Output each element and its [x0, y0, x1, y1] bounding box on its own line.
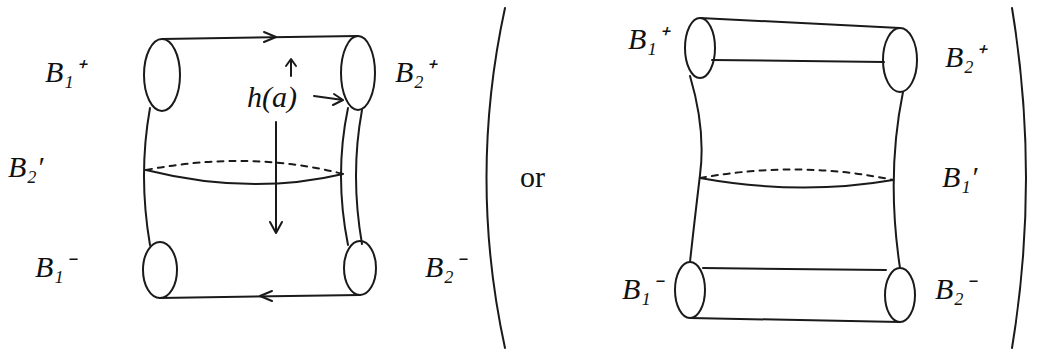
tube-edge — [690, 76, 702, 262]
boundary-label: B₁⁻ — [622, 272, 661, 305]
tube-edge — [894, 92, 903, 268]
tube-edge — [712, 60, 884, 62]
tube-edge — [144, 108, 150, 245]
tube-edge — [341, 108, 348, 245]
waist-circle-hidden — [700, 169, 893, 180]
boundary-label: B₁⁺ — [628, 22, 667, 55]
map-label: h(a) — [247, 80, 297, 113]
orientation-arrow — [264, 32, 276, 42]
leader-arrow — [286, 59, 296, 76]
tube-edge — [690, 318, 900, 322]
leader-arrow — [270, 122, 282, 233]
connective-word: or — [520, 160, 545, 193]
boundary-circle — [675, 262, 705, 318]
boundary-label: B₂⁺ — [395, 55, 434, 88]
boundary-label: B₁⁻ — [35, 250, 74, 283]
boundary-circle — [885, 268, 915, 322]
waist-circle-hidden — [146, 161, 343, 174]
boundary-label: B₁′ — [942, 160, 977, 193]
boundary-label: B₂⁻ — [425, 250, 464, 283]
tube-edge — [356, 110, 362, 244]
leader-arrow — [314, 94, 343, 105]
boundary-circle — [341, 36, 375, 110]
tube-edge — [703, 268, 886, 270]
boundary-label: B₂⁺ — [945, 40, 984, 73]
bracket — [487, 8, 506, 348]
orientation-arrow — [260, 291, 272, 301]
boundary-circle — [344, 241, 376, 295]
boundary-label: B₁⁺ — [45, 55, 84, 88]
boundary-circle — [144, 39, 180, 111]
tube-edge — [162, 36, 358, 39]
boundary-label: B₂′ — [8, 150, 43, 183]
waist-circle — [700, 178, 893, 188]
boundary-label: B₂⁻ — [935, 272, 974, 305]
boundary-circle — [883, 28, 917, 92]
waist-circle — [146, 170, 343, 184]
boundary-circle — [685, 18, 715, 78]
tube-edge — [700, 18, 900, 28]
boundary-circle — [143, 242, 177, 298]
bracket — [1012, 8, 1026, 348]
